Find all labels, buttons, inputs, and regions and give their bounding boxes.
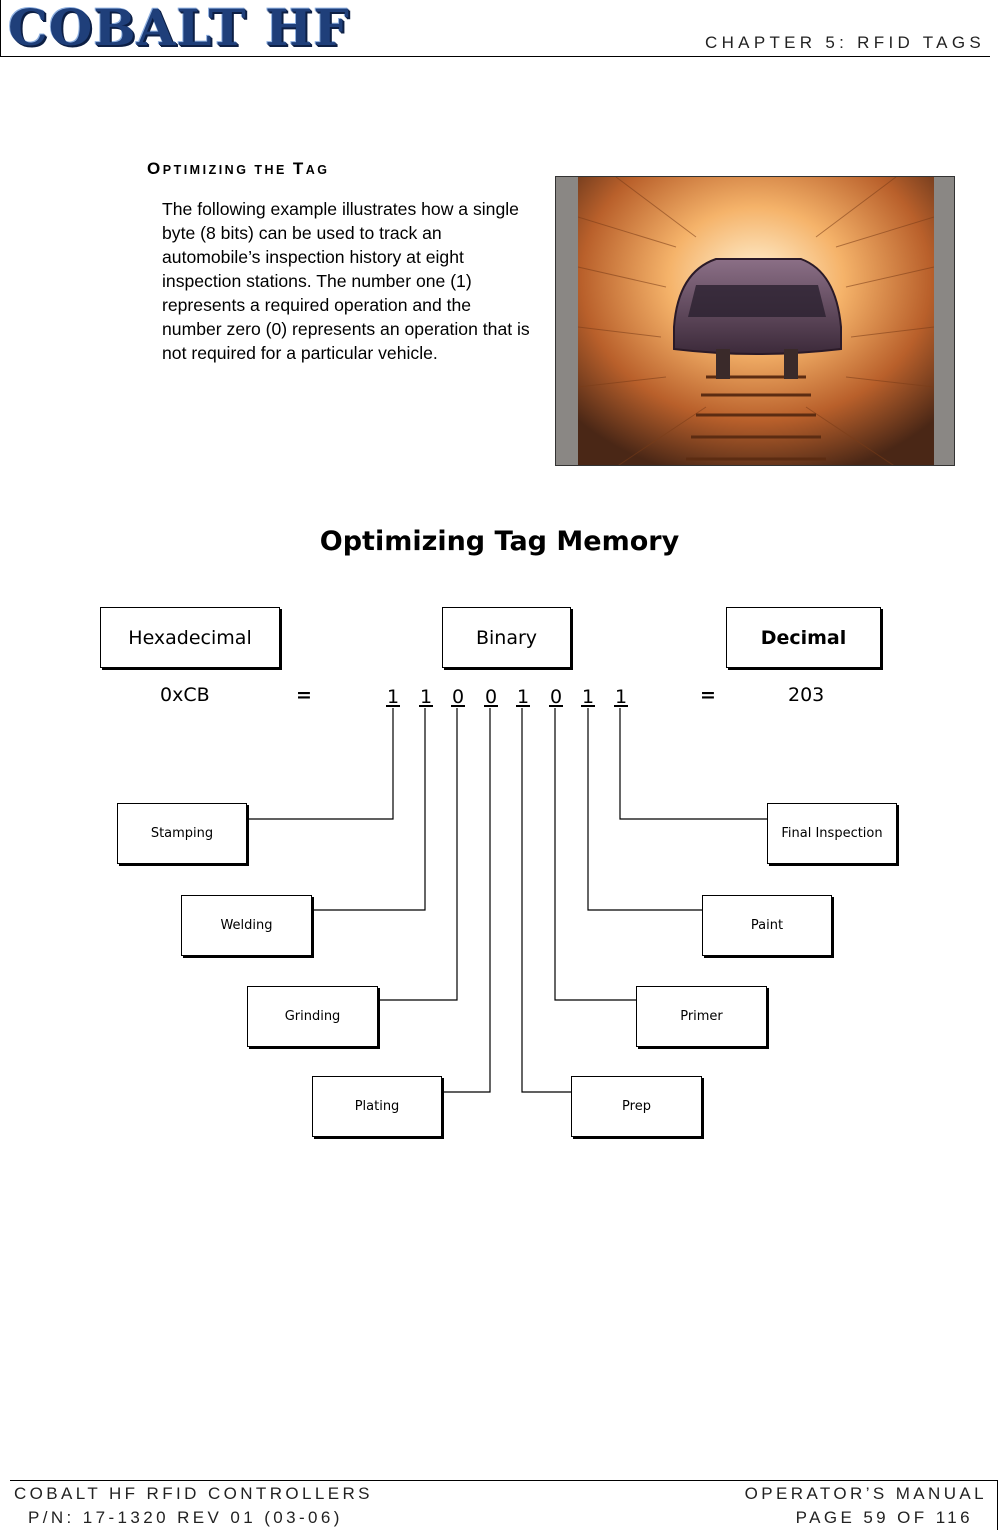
equals-sign-right: = [700,684,716,706]
station-grinding: Grinding [247,986,378,1047]
footer-part-number: P/N: 17-1320 REV 01 (03-06) [28,1508,343,1527]
bit-7: 1 [383,686,403,708]
station-plating: Plating [312,1076,442,1137]
header-left-rule [0,0,1,57]
heading-rest-2: AG [305,163,330,177]
paint-booth-illustration [556,177,954,465]
station-stamping: Stamping [117,803,247,864]
footer-rule [10,1480,998,1481]
cobalt-hf-logo: COBALT HF [8,0,350,57]
car-body-in-paint-booth-photo [555,176,955,466]
heading-rest-1: PTIMIZING THE [162,163,293,177]
header-rule [0,56,990,57]
connector-grinding [378,708,458,1001]
decimal-value: 203 [788,684,825,706]
decimal-header-box: Decimal [726,607,881,668]
bit-1: 1 [578,686,598,708]
diagram-title: Optimizing Tag Memory [319,526,680,557]
footer-manual-title: OPERATOR’S MANUAL [744,1484,987,1503]
connector-plating [442,708,491,1093]
station-paint: Paint [702,895,832,956]
connector-paint [587,708,702,911]
connector-prep [521,708,572,1093]
hex-value: 0xCB [160,684,210,706]
bit-2: 0 [546,686,566,708]
connector-welding [312,708,426,911]
bit-6: 1 [416,686,436,708]
connector-final-inspection [619,708,767,820]
binary-header-box: Binary [442,607,571,668]
chapter-title: CHAPTER 5: RFID TAGS [705,33,985,52]
bit-5: 0 [448,686,468,708]
heading-cap-t: T [292,159,306,178]
station-prep: Prep [571,1076,702,1137]
bit-0: 1 [611,686,631,708]
station-primer: Primer [636,986,767,1047]
heading-cap-o: O [147,159,163,178]
bit-4: 0 [481,686,501,708]
station-final-inspection: Final Inspection [767,803,897,864]
footer-product: COBALT HF RFID CONTROLLERS [14,1484,373,1503]
connector-primer [554,708,636,1001]
section-heading: OPTIMIZING THE TAG [147,159,330,179]
bit-3: 1 [513,686,533,708]
connector-stamping [247,708,394,820]
station-welding: Welding [181,895,312,956]
hexadecimal-header-box: Hexadecimal [100,607,280,668]
footer-right-rule [997,1480,998,1530]
section-body-text: The following example illustrates how a … [162,199,530,363]
equals-sign-left: = [296,684,312,706]
footer-page-number: PAGE 59 OF 116 [795,1508,973,1527]
